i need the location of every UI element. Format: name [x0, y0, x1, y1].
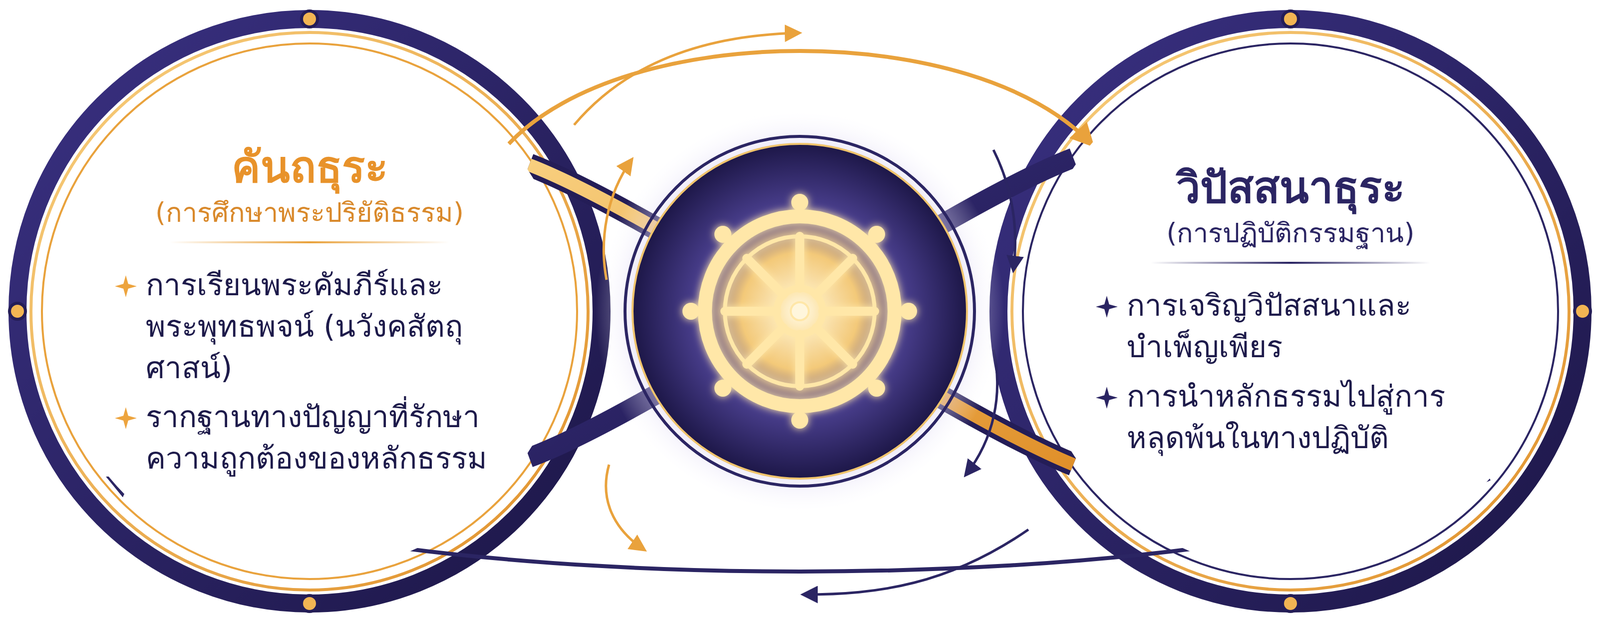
bullet-row: การเจริญวิปัสสนาและ บำเพ็ญเพียร: [1095, 284, 1486, 368]
bullet-row: การเรียนพระคัมภีร์และ พระพุทธพจน์ (นวังค…: [114, 264, 505, 388]
lobe-subtitle: (การศึกษาพระปริยัติธรรม): [155, 195, 464, 231]
bullet-star: [114, 406, 137, 429]
flow-arrow: [508, 50, 1092, 144]
bullet-text: รากฐานทางปัญญาที่รักษา ความถูกต้องของหลั…: [145, 395, 505, 479]
lobe-heading: วิปัสสนาธุระ: [1176, 159, 1405, 216]
lobe-subtitle: (การปฏิบัติกรรมฐาน): [1166, 215, 1415, 251]
lobe-heading: คันถธุระ: [231, 139, 388, 196]
bullet-row: การนำหลักธรรมไปสู่การ หลุดพ้นในทางปฏิบัต…: [1095, 375, 1486, 459]
divider-line: [169, 241, 450, 244]
lobe-content: วิปัสสนาธุระ(การปฏิบัติกรรมฐาน) การเจริญว…: [1095, 159, 1486, 462]
bullet-text: การเจริญวิปัสสนาและ บำเพ็ญเพียร: [1126, 284, 1486, 368]
bullet-star: [1095, 386, 1118, 409]
lobe-circle: วิปัสสนาธุระ(การปฏิบัติกรรมฐาน) การเจริญว…: [1030, 50, 1551, 572]
bullet-star: [1095, 295, 1118, 318]
bullet-text: การนำหลักธรรมไปสู่การ หลุดพ้นในทางปฏิบัต…: [1126, 375, 1486, 459]
lobe-circle: คันถธุระ(การศึกษาพระปริยัติธรรม) การเรียน…: [49, 50, 570, 572]
lobe-content: คันถธุระ(การศึกษาพระปริยัติธรรม) การเรียน…: [114, 139, 505, 483]
bullet-text: การเรียนพระคัมภีร์และ พระพุทธพจน์ (นวังค…: [145, 264, 505, 388]
bullet-star: [114, 275, 137, 298]
bullet-row: รากฐานทางปัญญาที่รักษา ความถูกต้องของหลั…: [114, 395, 505, 479]
divider-line: [1150, 261, 1431, 264]
